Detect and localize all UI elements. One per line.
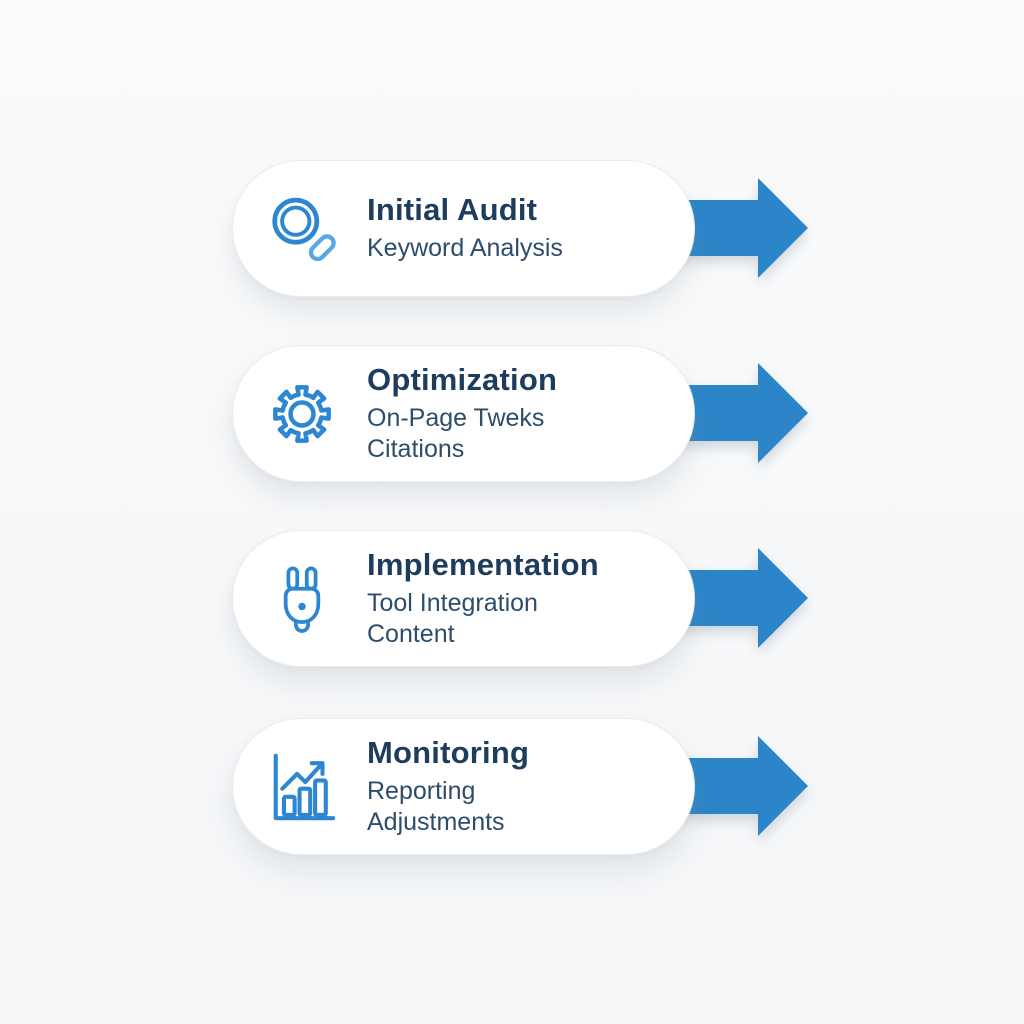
step-row-monitoring: Monitoring Reporting Adjustments [232,718,832,855]
step-text: Initial Audit Keyword Analysis [367,192,563,264]
step-row-implementation: Implementation Tool Integration Content [232,530,832,667]
step-subtitle-line: Tool Integration [367,588,538,617]
bar-chart-icon [261,737,343,837]
step-text: Monitoring Reporting Adjustments [367,735,529,839]
right-arrow-icon [668,363,808,463]
magnifier-search-icon [261,179,343,279]
step-card-optimization: Optimization On-Page Tweks Citations [232,345,695,482]
step-subtitle-line: On-Page Tweks [367,403,545,432]
step-title: Monitoring [367,734,530,770]
step-text: Implementation Tool Integration Content [367,547,599,651]
right-arrow-icon [668,548,808,648]
step-card-implementation: Implementation Tool Integration Content [232,530,695,667]
step-title: Initial Audit [367,192,538,228]
step-title: Optimization [367,361,558,397]
plug-icon [261,549,343,649]
gear-icon [261,364,343,464]
step-card-initial-audit: Initial Audit Keyword Analysis [232,160,695,297]
step-subtitle-line: Citations [367,435,465,463]
step-subtitle-line: Content [367,620,455,648]
step-row-optimization: Optimization On-Page Tweks Citations [232,345,832,482]
right-arrow-icon [668,178,808,278]
right-arrow-icon [668,736,808,836]
step-row-initial-audit: Initial Audit Keyword Analysis [232,160,832,297]
step-subtitle-line: Keyword Analysis [367,234,563,263]
step-text: Optimization On-Page Tweks Citations [367,362,557,466]
step-title: Implementation [367,546,599,582]
step-subtitle-line: Reporting [367,776,476,805]
step-subtitle-line: Adjustments [367,808,505,836]
step-card-monitoring: Monitoring Reporting Adjustments [232,718,695,855]
